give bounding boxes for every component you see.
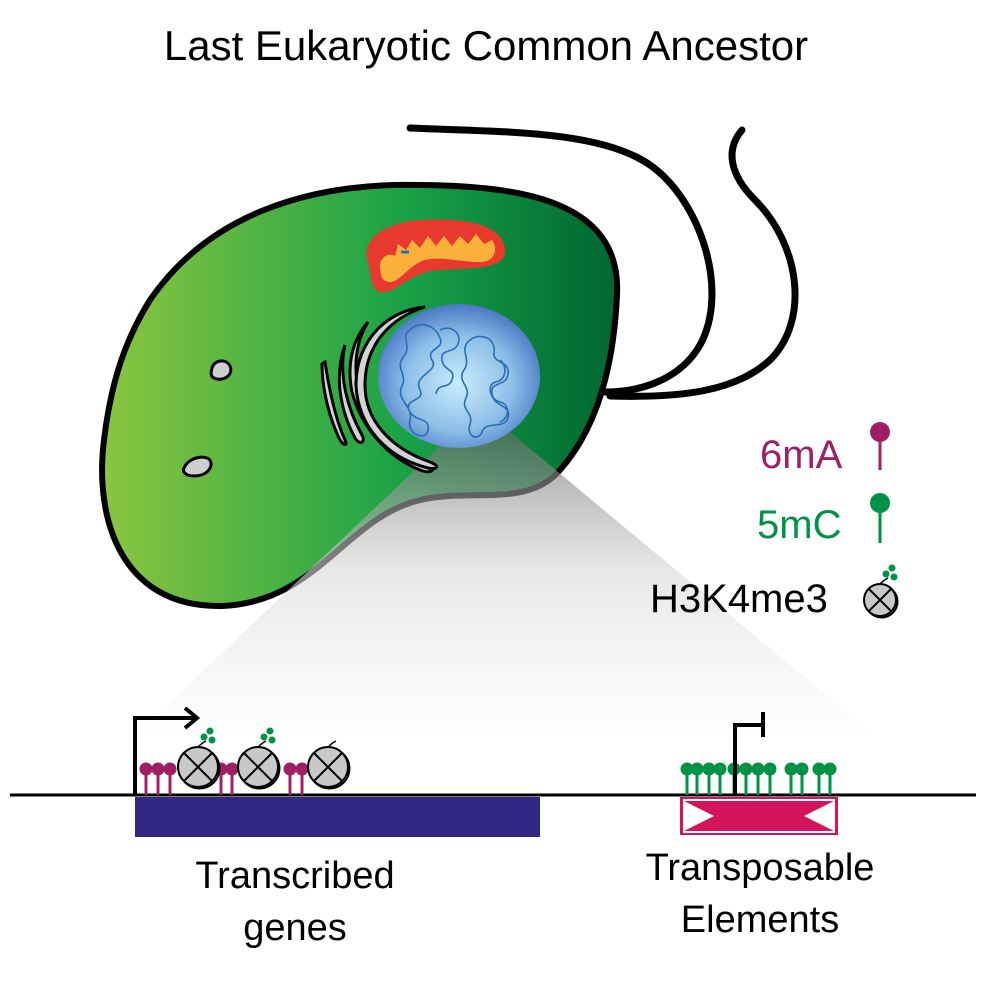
zoom-cone [130,432,880,740]
lollipop-6mA [295,762,309,795]
legend-6mA: 6mA [760,422,890,477]
methyl-dot [260,733,268,741]
methyl-dot [200,733,208,741]
lollipop-6mA [225,762,239,795]
mitochondrion [366,219,506,293]
te-marks [680,762,837,795]
lollipop-5mC [795,762,809,795]
lollipop-5mC [784,762,798,795]
promoter-arrow-icon [133,706,201,795]
legend-6mA-label: 6mA [760,433,843,477]
lollipop-5mC [823,762,837,795]
nucleosome-h3k4me3-icon [863,564,899,619]
terminal-repeat-right-icon [804,801,834,831]
chromatin [399,323,510,438]
terminal-repeat-left-icon [684,801,714,831]
vacuole-1 [209,359,233,381]
gene-marks [139,727,351,795]
lollipop-5mC [680,762,694,795]
nucleus [378,304,540,448]
methyl-dot [208,736,216,744]
nucleosome-h3k4me3-icon [237,727,281,790]
methyl-dot [890,573,898,581]
methyl-dot [206,727,214,735]
lollipop-5mC [812,762,826,795]
legend-H3K4me3-label: H3K4me3 [650,577,828,621]
lollipop-6mA-icon [870,422,890,442]
te-label-line2: Elements [681,899,839,941]
te-label-line1: Transposable [646,847,875,889]
methyl-dot [882,570,890,578]
legend-5mC-label: 5mC [757,503,841,547]
legend: 6mA 5mC H3K4me3 [650,422,899,621]
title: Last Eukaryotic Common Ancestor [164,22,808,69]
lollipop-5mC [713,762,727,795]
flagella [406,124,799,400]
methyl-dot [268,736,276,744]
methyl-dot [888,564,896,572]
nucleosome-icon [863,564,899,619]
lollipop-6mA [139,762,153,795]
lollipop-6mA [163,762,177,795]
methyl-dot [266,727,274,735]
lollipop-5mC [751,762,765,795]
legend-5mC: 5mC [757,493,890,547]
flagellum-1 [406,124,716,396]
flagellum-2 [606,126,799,400]
legend-H3K4me3: H3K4me3 [650,564,899,621]
genes-label-line1: Transcribed [195,855,394,897]
lollipop-5mC-icon [870,493,890,513]
nucleosome-icon [307,740,351,790]
lollipop-5mC [739,762,753,795]
genes-label-line2: genes [243,907,347,949]
lollipop-5mC [690,762,704,795]
vacuole-2 [182,455,213,478]
gene-body [135,797,540,837]
blocked-promoter-icon [733,712,765,795]
lollipop-5mC [763,762,777,795]
lollipop-6mA [151,762,165,795]
lollipop-5mC [702,762,716,795]
nucleosome-h3k4me3-icon [177,727,221,790]
lollipop-6mA [283,762,297,795]
golgi-apparatus [320,305,438,474]
